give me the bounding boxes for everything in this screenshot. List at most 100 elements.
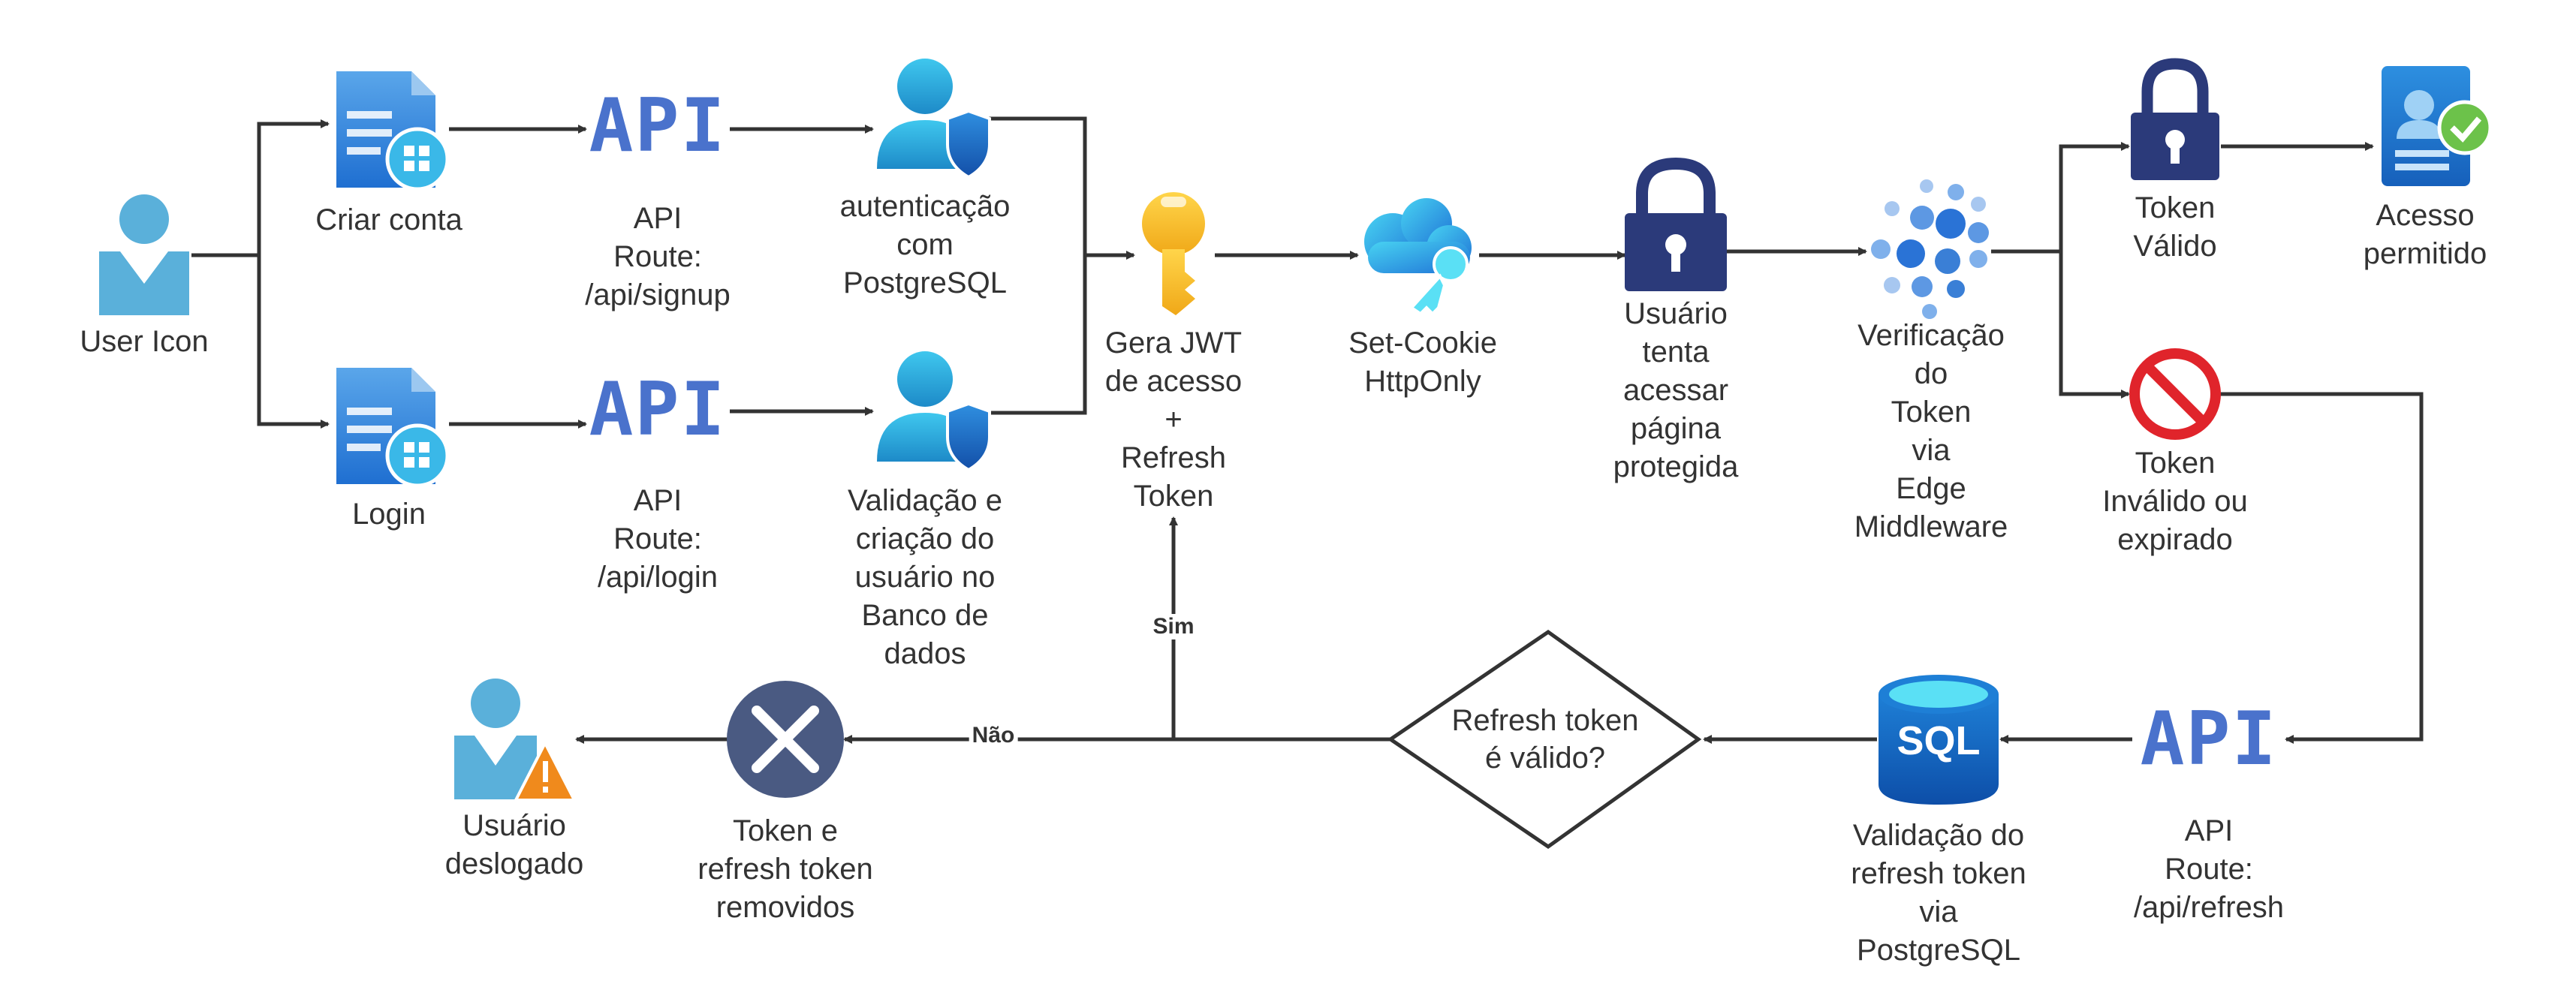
label-line: refresh token (1851, 857, 2026, 890)
label-line: /api/signup (585, 278, 731, 311)
label-line: Válido (2133, 230, 2217, 263)
api-badge: API (2140, 697, 2278, 782)
label-line: PostgreSQL (843, 266, 1007, 299)
token-removidos-label: Token e refresh token removidos (697, 812, 872, 927)
label-line: usuário no (854, 561, 996, 594)
edge-decisao-sim-to-gera-jwt (1169, 516, 1390, 742)
edge-verificacao-to-token-valido (1991, 142, 2130, 254)
label-line: Usuário (1624, 297, 1728, 330)
label-line: Token (1133, 480, 1214, 513)
label-line: Edge (1896, 472, 1966, 505)
api-refresh-label: API Route: /api/refresh (2134, 812, 2284, 927)
sql-database-icon: SQL (1879, 675, 1999, 805)
label-line: Criar conta (315, 203, 462, 236)
label-line: API (2184, 814, 2234, 847)
connectors (191, 116, 2424, 744)
label-line: deslogado (444, 847, 584, 880)
unlocked-padlock-icon (2131, 58, 2219, 180)
label-line: Acesso (2376, 199, 2475, 232)
usuario-deslogado-label: Usuário deslogado (445, 807, 584, 883)
label-line: dados (884, 637, 966, 670)
label-line: permitido (2363, 237, 2487, 270)
label-line: criação do (855, 522, 995, 555)
validacao-usuario-label: Validação e criação do usuário no Banco … (848, 482, 1002, 673)
api-badge: API (589, 83, 727, 169)
label-line: expirado (2117, 523, 2233, 556)
decision-diamond (1387, 629, 1702, 850)
x-circle-icon (727, 681, 844, 798)
label-line: Set-Cookie (1348, 326, 1497, 360)
padlock-icon (1625, 157, 1727, 291)
label-line: HttpOnly (1364, 365, 1481, 398)
label-line: Login (352, 498, 426, 531)
label-line: API (633, 202, 682, 235)
label-line: Banco de (861, 599, 989, 632)
label-line: via (1912, 434, 1951, 467)
criar-conta-label: Criar conta (315, 201, 462, 239)
acesso-permitido-label: Acesso permitido (2364, 197, 2487, 273)
label-line: /api/login (597, 561, 719, 594)
label-line: Usuário (462, 809, 566, 842)
api-badge: API (589, 367, 727, 453)
label-line: removidos (716, 891, 855, 924)
edge-auth-to-gera-jwt (961, 116, 1135, 260)
login-label: Login (352, 495, 426, 534)
label-line: via (1919, 895, 1958, 928)
edge-label-nao: Não (969, 723, 1018, 748)
user-shield-icon (877, 351, 991, 472)
label-line: Token e (732, 814, 839, 847)
label-line: com (896, 228, 954, 261)
id-card-check-icon (2382, 66, 2493, 186)
user-shield-icon (877, 59, 991, 179)
verificacao-label: Verificação do Token via Edge Middleware (1854, 317, 2008, 546)
decision-label: Refresh token é válido? (1451, 702, 1638, 777)
label-line: acessar (1622, 374, 1729, 407)
form-document-icon (336, 71, 450, 191)
label-line: User Icon (80, 325, 209, 358)
token-invalido-label: Token Inválido ou expirado (2102, 444, 2247, 559)
label-line: de acesso (1104, 365, 1243, 398)
label-line: é válido? (1484, 742, 1606, 775)
label-line: Route: (2165, 853, 2253, 886)
label-line: Route: (613, 240, 702, 273)
label-line: Verificação (1857, 319, 2005, 352)
key-icon (1142, 192, 1205, 315)
svg-text:SQL: SQL (1897, 718, 1980, 763)
set-cookie-label: Set-Cookie HttpOnly (1348, 324, 1497, 401)
cloud-key-icon (1364, 198, 1472, 316)
edge-validacao-to-gera-jwt (961, 255, 1087, 415)
label-line: página (1630, 412, 1722, 445)
edge-user-to-login (257, 255, 330, 429)
user-warning-icon (454, 679, 577, 802)
usuario-tenta-label: Usuário tenta acessar página protegida (1613, 295, 1739, 486)
label-line: refresh token (697, 853, 873, 886)
user-label: User Icon (80, 323, 208, 361)
label-line: autenticação (839, 190, 1011, 223)
dots-cluster-icon (1871, 179, 1989, 319)
validacao-refresh-label: Validação do refresh token via PostgreSQ… (1851, 817, 2026, 970)
label-line: protegida (1613, 450, 1739, 483)
label-line: Middleware (1854, 510, 2008, 543)
label-line: Route: (613, 522, 702, 555)
label-line: Validação e (847, 484, 1003, 517)
label-line: /api/refresh (2133, 891, 2285, 924)
label-line: Refresh token (1451, 704, 1639, 737)
label-line: + (1164, 403, 1183, 436)
auth-label: autenticação com PostgreSQL (840, 188, 1011, 302)
form-document-icon (336, 368, 450, 488)
label-line: Token (2135, 191, 2216, 224)
edge-user-to-criar-conta (191, 119, 330, 257)
label-line: API (633, 484, 682, 517)
label-line: do (1914, 357, 1948, 390)
gera-jwt-label: Gera JWT de acesso + Refresh Token (1105, 324, 1242, 516)
label-line: Validação do (1852, 819, 2025, 852)
label-line: Token (2135, 447, 2216, 480)
token-valido-label: Token Válido (2133, 189, 2216, 266)
api-signup-label: API Route: /api/signup (585, 200, 730, 314)
label-line: Inválido ou (2102, 485, 2248, 518)
label-line: Gera JWT (1104, 326, 1243, 360)
edge-label-sim: Sim (1149, 614, 1198, 639)
edge-token-invalido-to-api-refresh (2219, 392, 2424, 744)
